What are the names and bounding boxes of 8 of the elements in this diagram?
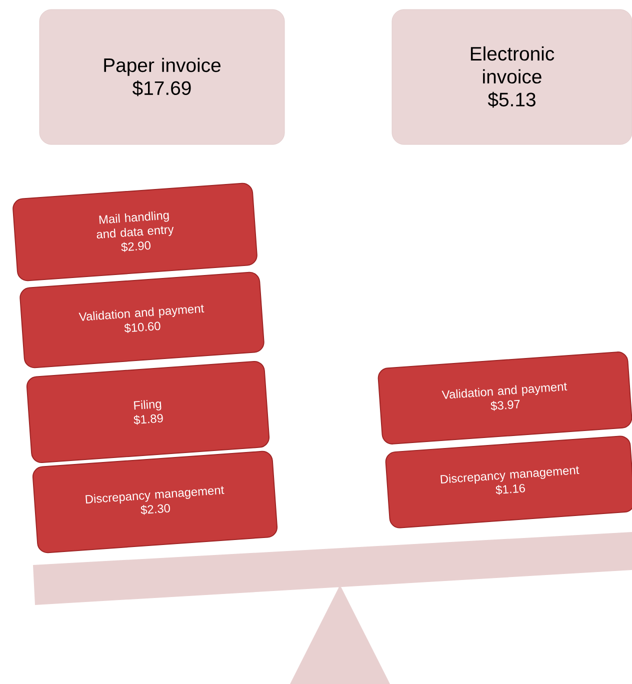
cost-box: Discrepancy management $2.30 [32, 450, 278, 554]
cost-box: Filing $1.89 [26, 361, 270, 463]
total-box: Electronic invoice $5.13 [392, 9, 632, 145]
total-box: Paper invoice $17.69 [39, 9, 285, 145]
cost-box: Validation and payment $3.97 [378, 352, 632, 444]
cost-box: Discrepancy management $1.16 [385, 436, 632, 528]
cost-box: Validation and payment $10.60 [20, 272, 264, 368]
cost-box: Mail handling and data entry $2.90 [12, 182, 258, 282]
